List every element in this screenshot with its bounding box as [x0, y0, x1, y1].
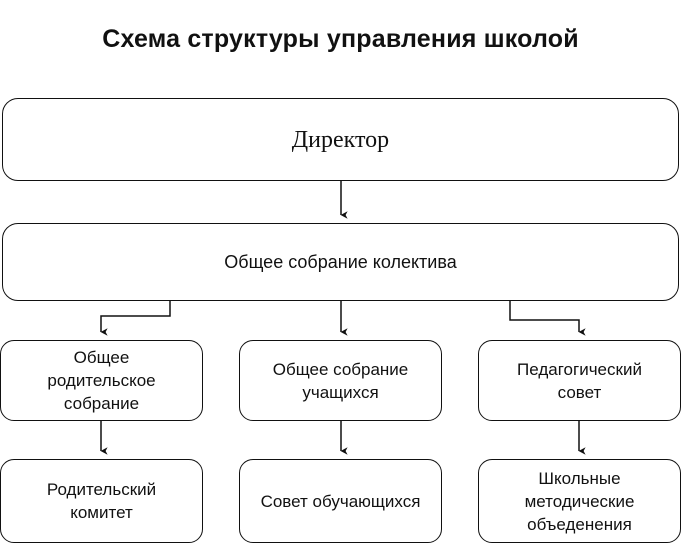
page-title: Схема структуры управления школой — [102, 25, 579, 53]
node-pedagogical-council-label: Педагогический совет — [517, 359, 642, 402]
edge-collective-to-parents-meeting — [100, 301, 171, 336]
node-director-label: Директор — [291, 126, 390, 153]
node-general-students-meeting[interactable]: Общее собрание учащихся — [239, 340, 442, 421]
node-pedagogical-council[interactable]: Педагогический совет — [478, 340, 681, 421]
node-general-parents-meeting[interactable]: Общее родительское собрание — [0, 340, 203, 421]
node-parents-committee-label: Родительский комитет — [46, 480, 157, 522]
node-school-method-associations[interactable]: Школьные методические объеденения — [478, 459, 681, 543]
node-general-meeting-collective-label: Общее собрание колектива — [224, 252, 457, 272]
node-parents-committee[interactable]: Родительский комитет — [0, 459, 203, 543]
node-director[interactable]: Директор — [2, 98, 679, 181]
edge-collective-to-pedagogical-council — [509, 301, 586, 336]
node-general-meeting-collective[interactable]: Общее собрание колектива — [2, 223, 679, 301]
node-general-students-meeting-label: Общее собрание учащихся — [272, 359, 409, 402]
node-students-council-label: Совет обучающихся — [260, 491, 421, 511]
node-general-parents-meeting-label: Общее родительское собрание — [47, 348, 156, 413]
node-students-council[interactable]: Совет обучающихся — [239, 459, 442, 543]
node-school-method-associations-label: Школьные методические объеденения — [524, 468, 635, 534]
